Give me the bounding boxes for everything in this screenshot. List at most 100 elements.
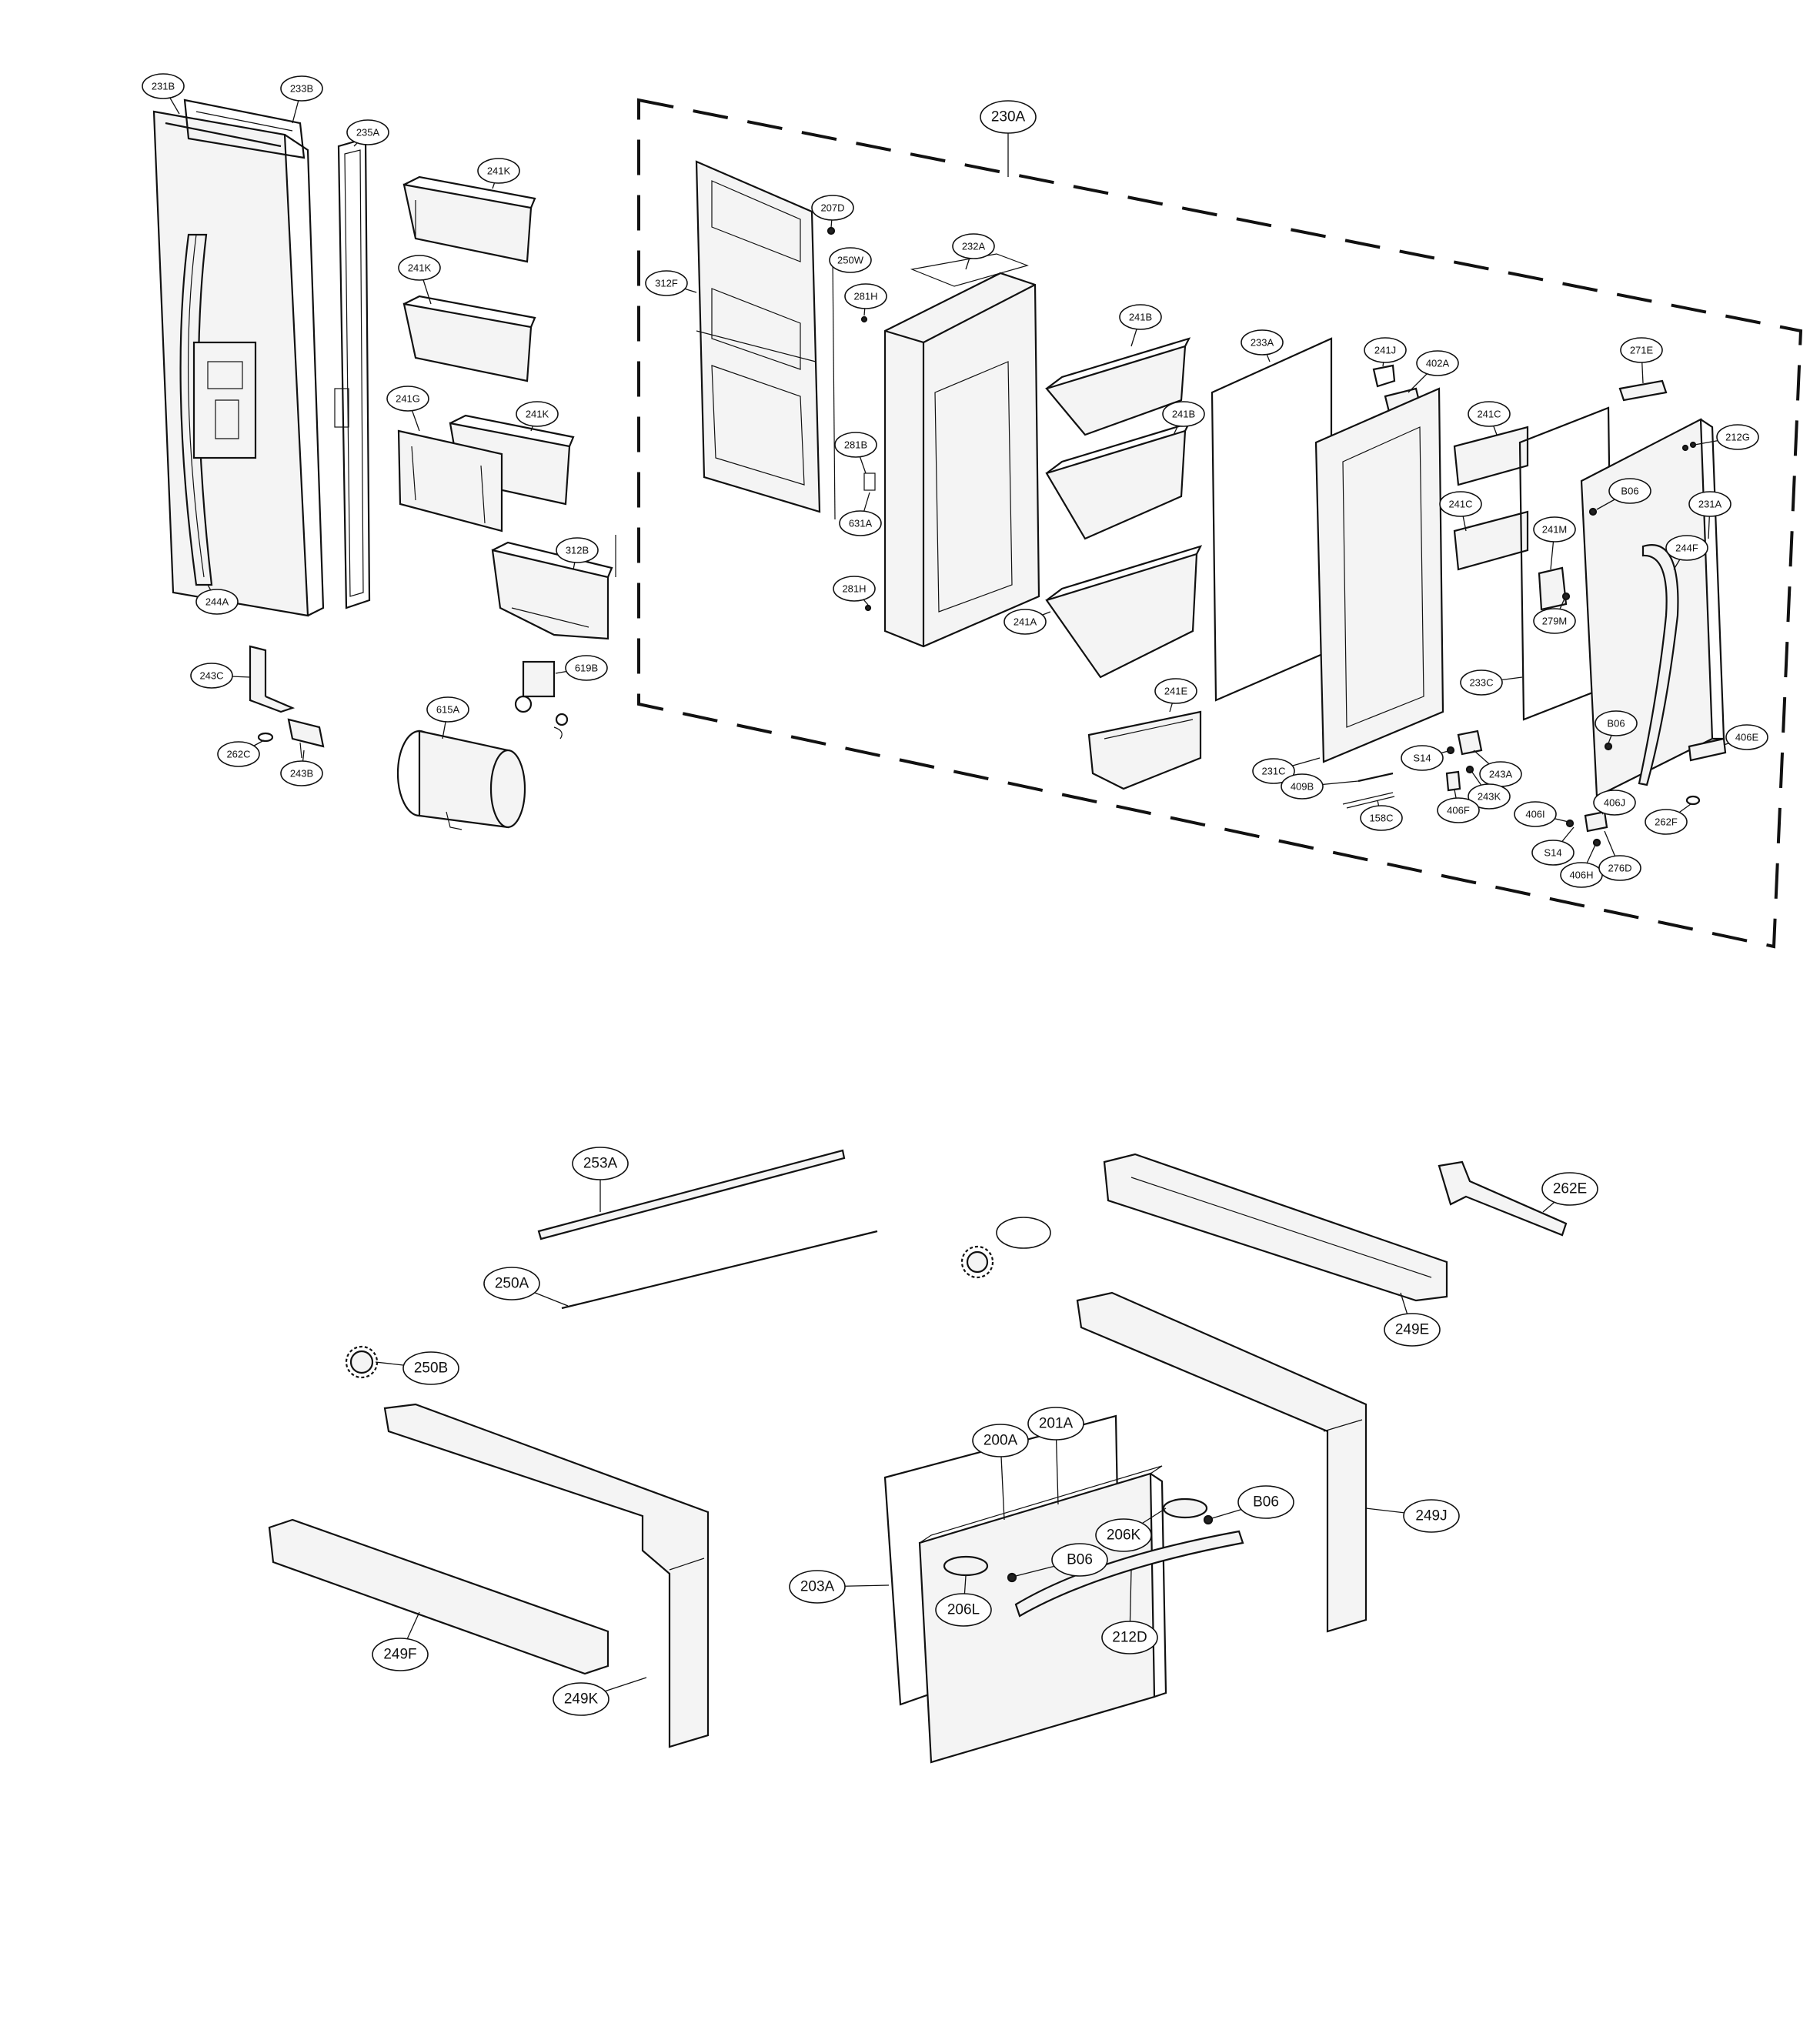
callout-text: 241K [487,165,511,177]
callout-406i: 406I [1514,801,1569,827]
callout-text: B06 [1067,1552,1093,1568]
callout-text: 241M [1542,524,1568,536]
callout-241c: 241C [1439,491,1482,532]
screw-212g [1681,441,1697,452]
clip-281b [863,472,876,491]
callout-text: 250B [414,1361,448,1377]
callout-text: 233A [1251,337,1274,349]
callout-text: 241G [396,393,420,405]
callout-text: S14 [1544,847,1561,859]
callout-212d: 212D [1101,1569,1158,1654]
screws-b06-lower [1604,742,1613,751]
callout-text: 631A [849,518,873,529]
callout-406f: 406F [1437,789,1480,823]
rail-250a [561,1230,878,1310]
callout-b06: B06 [1596,478,1651,510]
callout-text: 200A [983,1433,1018,1449]
callout-text: 233C [1469,677,1493,689]
callout-text: 243C [199,670,223,682]
callout-249f: 249F [372,1611,429,1671]
callout-text: 241E [1164,686,1188,697]
bin-241c-bottom [1453,510,1529,571]
callout-241c: 241C [1468,401,1511,436]
callout-text: 243K [1478,791,1501,803]
hinge-241j [1372,364,1396,388]
left-door-liner-235a [334,137,371,609]
callout-text: 206L [947,1602,980,1618]
callout-text: 312B [566,545,589,556]
spring-158c [1342,792,1395,809]
callout-text: B06 [1621,486,1638,497]
callout-text: 281H [842,583,866,595]
callout-text: 276D [1608,863,1631,874]
callout-text: 231A [1698,499,1722,510]
callout-241a: 241A [1004,609,1051,635]
callout-206k: 206K [1095,1507,1167,1552]
door-liner-232a [883,253,1040,648]
callout-249j: 249J [1365,1499,1460,1533]
callout-212g: 212G [1694,424,1759,450]
callout-231b: 231B [142,73,185,115]
assembly-boundary-230a [637,98,1803,949]
callout-243b: 243B [280,750,323,786]
bracket-243c [249,645,296,713]
callout-text: 250A [495,1276,529,1292]
callout-text: 203A [800,1579,835,1595]
callout-206l: 206L [935,1575,992,1627]
callout-text: 406E [1735,732,1759,743]
small-parts-406 [1565,819,1601,847]
screw-207d [827,226,836,235]
gasket-233a [1211,337,1333,702]
callout-text: 241C [1477,409,1501,420]
callout-text: 262F [1655,816,1678,828]
hinge-243b [287,718,325,759]
callout-text: 249K [564,1691,599,1708]
hinge-271e [1618,379,1668,402]
callout-631a: 631A [839,492,882,536]
callout-233a: 233A [1241,329,1284,362]
callout-250b: 250B [375,1351,459,1385]
door-bin-241b-top [1045,337,1191,436]
callout-233c: 233C [1460,669,1523,696]
callout-text: 249J [1415,1508,1447,1524]
callout-text: 201A [1039,1416,1074,1432]
callout-243k: 243K [1468,770,1511,810]
callout-207d: 207D [811,195,854,229]
screw-s14-left [1446,746,1455,755]
callout-231c: 231C [1252,757,1321,784]
callout-615a: 615A [426,696,469,740]
screw-b06-drawer-left [1007,1572,1017,1583]
callout-text: 402A [1426,358,1450,369]
valve-619b [514,660,569,740]
callout-text: 406J [1604,797,1625,809]
washer-262f [1685,795,1701,806]
callout-281h: 281H [844,283,887,316]
callout-243a: 243A [1473,750,1522,787]
callout-244a: 244A [195,584,239,615]
callout-text: 230A [991,109,1026,125]
callout-b06: B06 [1015,1543,1108,1577]
tube-250w [832,257,836,520]
callout-text: 231C [1261,766,1285,777]
callout-labels: 231B 233B 235A 241K 241K 241G 241K 312B 244A 243C… [142,73,1768,1716]
callout-text: 243A [1489,769,1513,780]
callout-262c: 262C [217,740,265,767]
callout-276d: 276D [1598,830,1641,881]
drawer-front-200a [918,1465,1167,1764]
callout-text: 312F [655,278,678,289]
callout-text: 241K [408,262,432,274]
callout-text: 279M [1542,616,1568,627]
door-bin-241k-middle [402,295,536,382]
hinge-406e [1688,737,1727,762]
callout-text: 235A [356,127,380,139]
callout-231a: 231A [1688,491,1732,539]
gear-250b [345,1345,379,1379]
callout-312f: 312F [645,270,697,296]
callout-text: 206K [1107,1527,1141,1544]
callout-text: 233B [290,83,313,95]
callout-241k: 241K [516,401,559,432]
washer-262c [257,732,274,743]
callout-text: 212D [1112,1630,1147,1646]
callout-281h: 281H [833,576,876,606]
